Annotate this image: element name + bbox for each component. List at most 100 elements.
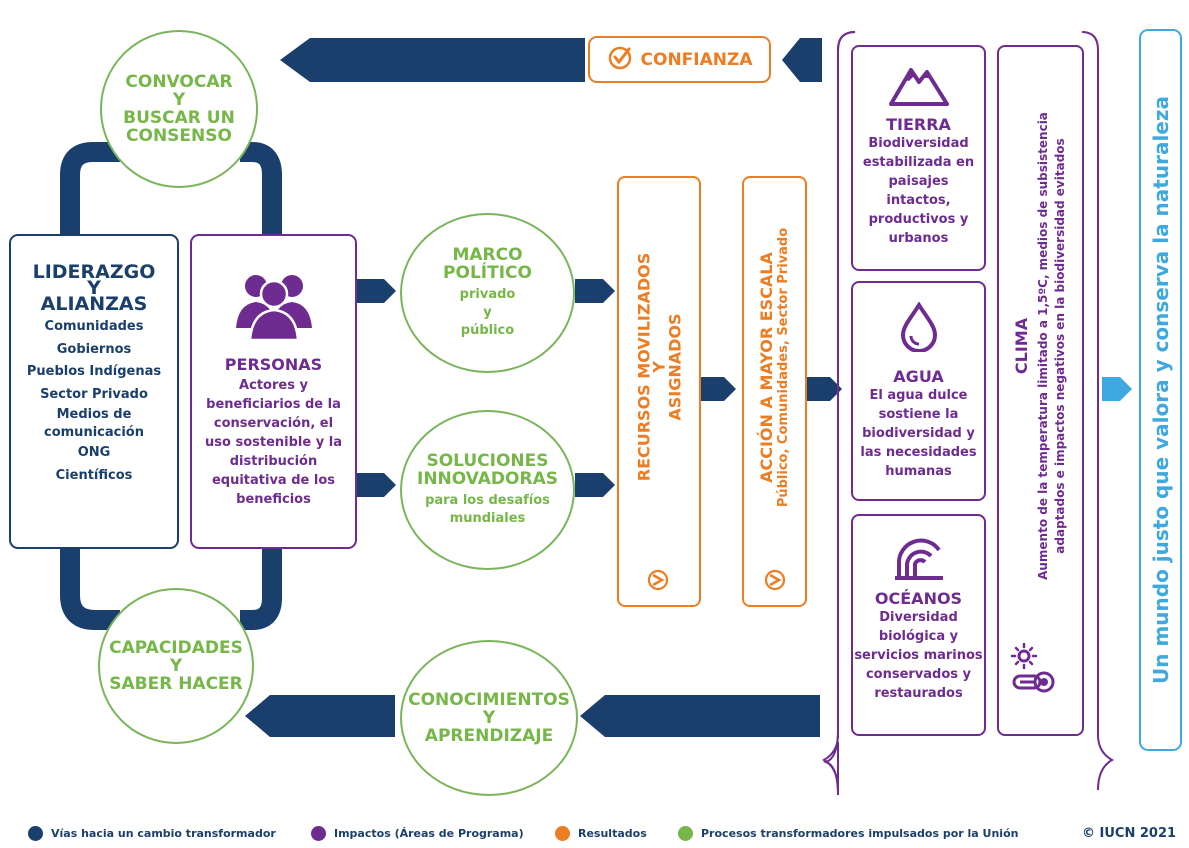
confianza-box — [588, 36, 771, 83]
soluciones-circle: SOLUCIONES INNOVADORAS para los desafíos… — [400, 410, 575, 570]
bottom-right-arrow — [580, 695, 820, 737]
marco-sub-3: público — [460, 323, 515, 338]
accion-title: ACCIÓN A MAYOR ESCALA — [757, 251, 776, 483]
confianza-label: CONFIANZA — [640, 49, 753, 70]
recursos-content: RECURSOS MOVILIZADOS Y ASIGNADOS — [618, 177, 700, 557]
liderazgo-item: Pueblos Indígenas — [26, 364, 162, 379]
agua-line: biodiversidad y — [862, 426, 975, 441]
legend-label: Procesos transformadores impulsados por … — [701, 827, 1019, 840]
vision-box — [1139, 29, 1182, 751]
people-icon — [234, 268, 314, 344]
check-circle-icon — [646, 568, 670, 596]
legend-item: Procesos transformadores impulsados por … — [678, 826, 1018, 841]
tierra-line: urbanos — [888, 231, 949, 246]
loop-top-right — [240, 142, 282, 235]
convocar-line-3: BUSCAR UN — [123, 108, 235, 128]
personas-title: PERSONAS — [224, 355, 323, 374]
accion-sub: Público, Comunidades, Sector Privado — [776, 227, 791, 507]
arrow-to-vision — [1102, 377, 1132, 401]
marco-sub-2: y — [483, 305, 492, 320]
personas-line: uso sostenible y la — [205, 435, 342, 450]
convocar-line-4: CONSENSO — [126, 126, 232, 146]
capacidades-line-3: SABER HACER — [109, 674, 243, 694]
navy-dot-icon — [28, 826, 43, 841]
convocar-circle: CONVOCAR Y BUSCAR UN CONSENSO — [100, 30, 258, 188]
clima-content: CLIMA Aumento de la temperatura limitado… — [998, 46, 1083, 646]
legend-item: Resultados — [555, 826, 647, 841]
tierra-line: estabilizada en — [862, 155, 975, 170]
oceanos-line: Diversidad — [879, 610, 958, 625]
liderazgo-title-1: LIDERAZGO — [32, 261, 156, 283]
tierra-line: Biodiversidad — [868, 136, 969, 151]
tierra-line: paisajes — [888, 174, 949, 189]
capacidades-line-2: Y — [169, 656, 183, 676]
copyright: © IUCN 2021 — [1082, 826, 1176, 841]
accion-box — [742, 176, 807, 607]
check-circle-icon — [607, 45, 633, 75]
oceanos-title: OCÉANOS — [874, 589, 963, 608]
marco-sub-1: privado — [459, 287, 516, 302]
marco-title-2: POLÍTICO — [443, 263, 532, 283]
copyright-text: © IUCN 2021 — [1082, 826, 1177, 841]
soluciones-title-2: INNOVADORAS — [417, 469, 558, 489]
oceanos-line: restaurados — [874, 686, 963, 701]
arrow-soluciones-recursos — [575, 473, 615, 497]
mountain-icon — [888, 62, 949, 110]
vision-content: Un mundo justo que valora y conserva la … — [1140, 30, 1181, 750]
oceanos-line: servicios marinos — [854, 648, 983, 663]
vision-label: Un mundo justo que valora y conserva la … — [1148, 96, 1173, 684]
check-circle-icon — [763, 568, 787, 596]
clima-box — [997, 45, 1084, 736]
orange-dot-icon — [555, 826, 570, 841]
top-right-arrow — [782, 38, 822, 82]
green-dot-icon — [678, 826, 693, 841]
liderazgo-content: LIDERAZGO Y ALIANZAS Comunidades Gobiern… — [10, 262, 178, 487]
liderazgo-item: Medios de — [56, 407, 132, 422]
liderazgo-item: Científicos — [55, 467, 133, 483]
personas-line: beneficios — [236, 492, 311, 507]
convocar-line-1: CONVOCAR — [125, 72, 233, 92]
personas-line: distribución — [229, 454, 318, 469]
tierra-line: intactos, — [886, 193, 951, 208]
liderazgo-title-3: ALIANZAS — [40, 293, 148, 315]
liderazgo-item: comunicación — [44, 425, 144, 440]
liderazgo-title-2: Y — [87, 277, 101, 299]
loop-bottom-left — [60, 548, 120, 630]
agua-line: humanas — [885, 464, 952, 479]
agua-line: El agua dulce — [869, 388, 968, 403]
personas-line: conservación, el — [213, 416, 334, 431]
oceanos-content: OCÉANOS Diversidad biológica y servicios… — [852, 534, 985, 703]
agua-line: las necesidades — [860, 445, 977, 460]
legend-label: Impactos (Áreas de Programa) — [334, 827, 524, 840]
recursos-box — [617, 176, 701, 607]
thermometer-sun-icon — [1010, 642, 1056, 706]
liderazgo-box — [9, 234, 179, 549]
tierra-content: TIERRA Biodiversidad estabilizada en pai… — [852, 62, 985, 248]
arrow-recursos-accion — [700, 377, 736, 401]
personas-line: equitativa de los — [211, 473, 336, 488]
tierra-title: TIERRA — [886, 115, 951, 134]
bottom-left-arrow — [245, 695, 395, 737]
marco-circle: MARCO POLÍTICO privado y público — [400, 213, 575, 373]
oceanos-line: biológica y — [878, 629, 959, 644]
capacidades-line-1: CAPACIDADES — [109, 638, 243, 658]
clima-line: Aumento de la temperatura limitado a 1,5… — [1035, 112, 1050, 580]
legend-label: Vías hacia un cambio transformador — [51, 827, 276, 840]
arrow-personas-marco — [356, 279, 396, 303]
capacidades-circle: CAPACIDADES Y SABER HACER — [98, 588, 254, 744]
recursos-title-3: ASIGNADOS — [665, 313, 684, 421]
agua-line: sostiene la — [878, 407, 959, 422]
clima-title: CLIMA — [1011, 317, 1031, 375]
arrow-marco-recursos — [575, 279, 615, 303]
oceanos-line: conservados y — [865, 667, 972, 682]
personas-line: beneficiarios de la — [206, 397, 341, 412]
confianza-node: CONFIANZA — [589, 37, 770, 82]
personas-content: PERSONAS Actores y beneficiarios de la c… — [191, 268, 356, 509]
tierra-line: productivos y — [868, 212, 969, 227]
loop-bottom-right — [240, 548, 282, 630]
accion-content: ACCIÓN A MAYOR ESCALA Público, Comunidad… — [743, 177, 806, 557]
conocimientos-line-2: Y — [482, 708, 496, 728]
arrow-accion-impactos — [806, 377, 842, 401]
wave-icon — [893, 534, 945, 586]
